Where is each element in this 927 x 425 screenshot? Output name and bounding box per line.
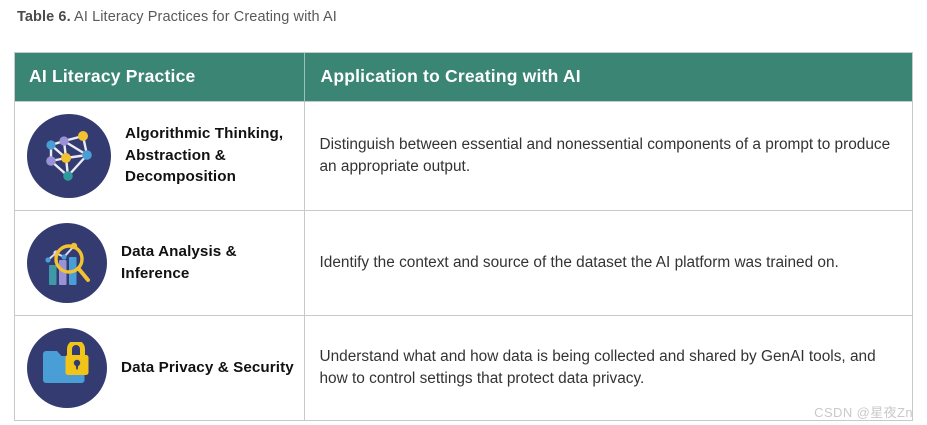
practice-label: Algorithmic Thinking, Abstraction & Deco… xyxy=(125,125,284,186)
practice-label: Data Analysis & Inference xyxy=(121,242,237,282)
application-cell: Distinguish between essential and noness… xyxy=(303,101,912,210)
practice-cell: Data Privacy & Security xyxy=(15,315,304,420)
ai-literacy-table: AI Literacy Practice Application to Crea… xyxy=(14,52,913,421)
bar-chart-magnifier-icon xyxy=(27,222,107,303)
column-header-practice: AI Literacy Practice xyxy=(15,53,304,101)
network-graph-icon xyxy=(27,113,111,198)
practice-cell: Algorithmic Thinking, Abstraction & Deco… xyxy=(15,101,304,210)
application-cell: Identify the context and source of the d… xyxy=(303,210,912,315)
caption-label: Table 6. xyxy=(17,9,71,25)
table-header-row: AI Literacy Practice Application to Crea… xyxy=(15,53,912,101)
table-row: Algorithmic Thinking, Abstraction & Deco… xyxy=(15,101,912,210)
caption-text: AI Literacy Practices for Creating with … xyxy=(70,9,337,25)
table-row: Data Analysis & Inference Identify the c… xyxy=(15,210,912,315)
application-cell: Understand what and how data is being co… xyxy=(303,315,912,420)
table-row: Data Privacy & Security Understand what … xyxy=(15,315,912,420)
folder-lock-icon xyxy=(27,327,107,408)
column-header-application: Application to Creating with AI xyxy=(303,53,912,101)
practice-cell: Data Analysis & Inference xyxy=(15,210,304,315)
csdn-watermark: CSDN @星夜Zn xyxy=(814,405,913,420)
practice-label: Data Privacy & Security xyxy=(121,358,294,376)
table-caption: Table 6. AI Literacy Practices for Creat… xyxy=(17,9,337,25)
